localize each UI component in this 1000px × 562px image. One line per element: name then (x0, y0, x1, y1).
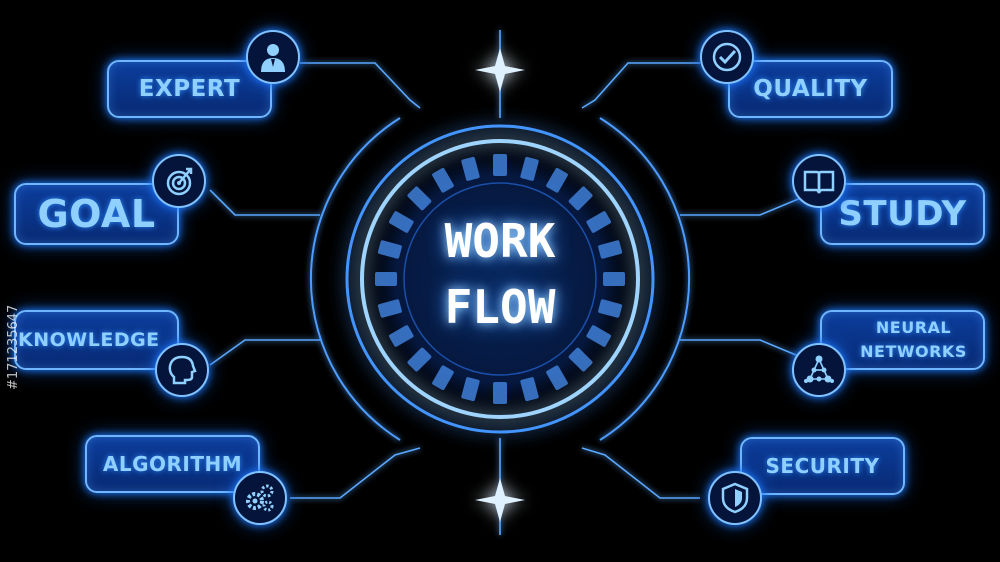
outer-arcs (309, 117, 691, 441)
checkmark-icon (712, 42, 742, 72)
tick-segment (407, 347, 432, 372)
head-icon (168, 355, 197, 385)
tick-segment (568, 186, 593, 211)
neural-label-line-1: NEURAL (875, 318, 952, 337)
neural-icon-badge (792, 343, 846, 397)
tick-segments (375, 154, 625, 404)
tick-segment (546, 167, 568, 193)
quality-label[interactable]: QUALITY (728, 60, 893, 118)
tick-segment (432, 365, 454, 391)
sparkles (475, 48, 525, 522)
book-icon (803, 170, 835, 194)
tick-segment (432, 167, 454, 193)
knowledge-icon-badge (155, 343, 209, 397)
tick-segment (586, 211, 612, 233)
tick-segment (388, 211, 414, 233)
tick-segment (586, 325, 612, 347)
study-label[interactable]: STUDY (820, 183, 985, 245)
neural-networks-label[interactable]: NEURAL NETWORKS (820, 310, 985, 370)
study-icon-badge (792, 154, 846, 208)
expert-icon-badge (246, 30, 300, 84)
center-line-1: WORK (444, 214, 556, 268)
tick-segment (568, 347, 593, 372)
algorithm-icon-badge (233, 471, 287, 525)
tick-segment (375, 272, 397, 286)
network-icon (804, 355, 834, 383)
algorithm-label[interactable]: ALGORITHM (85, 435, 260, 493)
tick-segment (598, 299, 623, 318)
tick-segment (377, 299, 402, 318)
tick-segment (377, 240, 402, 259)
center-title: WORK FLOW (400, 208, 600, 348)
knowledge-label-text: KNOWLEDGE (18, 329, 160, 351)
center-line-2: FLOW (444, 280, 556, 334)
goal-icon-badge (152, 154, 206, 208)
algorithm-label-text: ALGORITHM (102, 452, 243, 476)
tick-segment (520, 377, 539, 402)
person-icon (261, 44, 285, 72)
tick-segment (493, 154, 507, 176)
quality-label-text: QUALITY (753, 76, 868, 102)
gears-icon (246, 484, 274, 512)
tick-segment (461, 377, 480, 402)
inner-ring (403, 182, 597, 376)
goal-label[interactable]: GOAL (14, 183, 179, 245)
goal-label-text: GOAL (37, 192, 156, 236)
expert-label-text: EXPERT (138, 76, 241, 102)
shield-icon (721, 482, 749, 514)
security-label[interactable]: SECURITY (740, 437, 905, 495)
neural-label-line-2: NETWORKS (860, 342, 967, 361)
tick-segment (603, 272, 625, 286)
expert-label[interactable]: EXPERT (107, 60, 272, 118)
knowledge-label[interactable]: KNOWLEDGE (14, 310, 179, 370)
tick-segment (546, 365, 568, 391)
stock-watermark: #171235647 (6, 304, 21, 390)
tick-segment (493, 382, 507, 404)
tick-segment (461, 156, 480, 181)
quality-icon-badge (700, 30, 754, 84)
tick-segment (388, 325, 414, 347)
tick-segment (598, 240, 623, 259)
outer-ring (345, 124, 655, 434)
target-icon (166, 167, 193, 196)
security-icon-badge (708, 471, 762, 525)
study-label-text: STUDY (838, 194, 967, 234)
tick-segment (407, 186, 432, 211)
tick-segment (520, 156, 539, 181)
security-label-text: SECURITY (765, 454, 880, 478)
middle-ring (360, 139, 640, 419)
